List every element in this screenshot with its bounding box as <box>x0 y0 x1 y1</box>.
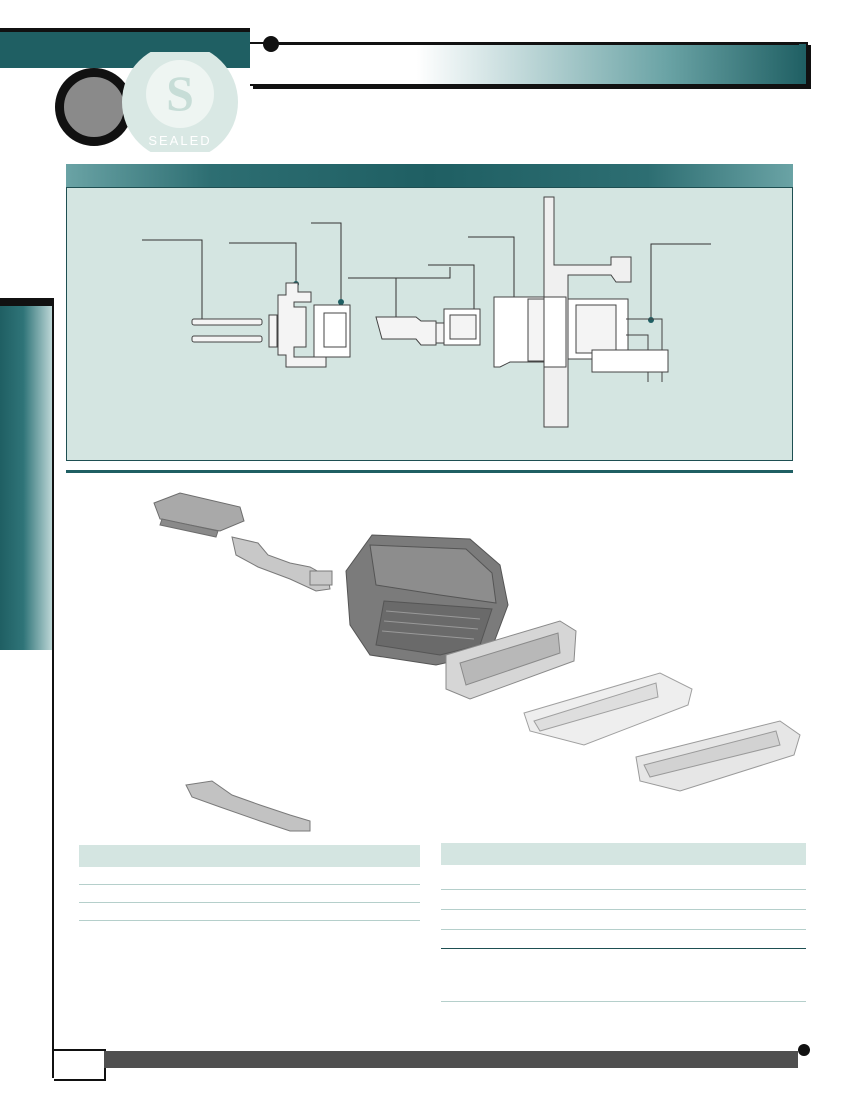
page-margin-rule <box>52 298 54 1078</box>
logo-text: SEALED <box>148 133 211 148</box>
callout-retainer <box>311 222 342 302</box>
table-row <box>441 930 806 949</box>
series-circle-icon <box>55 68 133 146</box>
section-divider <box>66 470 793 473</box>
table-row <box>79 885 420 903</box>
white-tpa <box>523 672 693 746</box>
footer-bar <box>104 1051 798 1068</box>
logo-letter: S <box>166 65 194 121</box>
clear-retainer <box>635 720 801 792</box>
table-row <box>441 910 806 930</box>
table-note <box>441 949 806 1002</box>
title-bar <box>250 42 808 86</box>
table-row <box>441 890 806 910</box>
callout-housing <box>468 236 515 310</box>
callout-tpa <box>428 264 475 318</box>
terminal-large <box>231 536 333 592</box>
callout-seal <box>229 242 297 284</box>
left-table-header <box>79 845 420 867</box>
diagram-header <box>66 164 793 187</box>
right-table-header <box>441 843 806 865</box>
tpa-clip <box>153 492 245 538</box>
side-tab <box>0 298 52 650</box>
table-row <box>441 865 806 890</box>
connector-cross-section <box>142 196 711 428</box>
right-table <box>441 843 806 1002</box>
connector-housing <box>345 534 509 666</box>
left-table <box>79 845 420 921</box>
callout-wire <box>142 239 203 322</box>
table-row <box>79 903 420 921</box>
side-tab-cap <box>0 298 52 306</box>
header-band <box>0 28 250 68</box>
title-rule <box>279 43 799 45</box>
footer-bullet <box>798 1044 810 1056</box>
page-number-box <box>54 1049 106 1081</box>
terminal-small <box>185 780 311 832</box>
title-bullet <box>263 36 279 52</box>
interface-seal <box>445 620 577 700</box>
connector-components-photo <box>153 492 801 832</box>
callout-header <box>650 243 711 320</box>
sealed-logo: S SEALED <box>122 52 238 152</box>
table-row <box>79 867 420 885</box>
